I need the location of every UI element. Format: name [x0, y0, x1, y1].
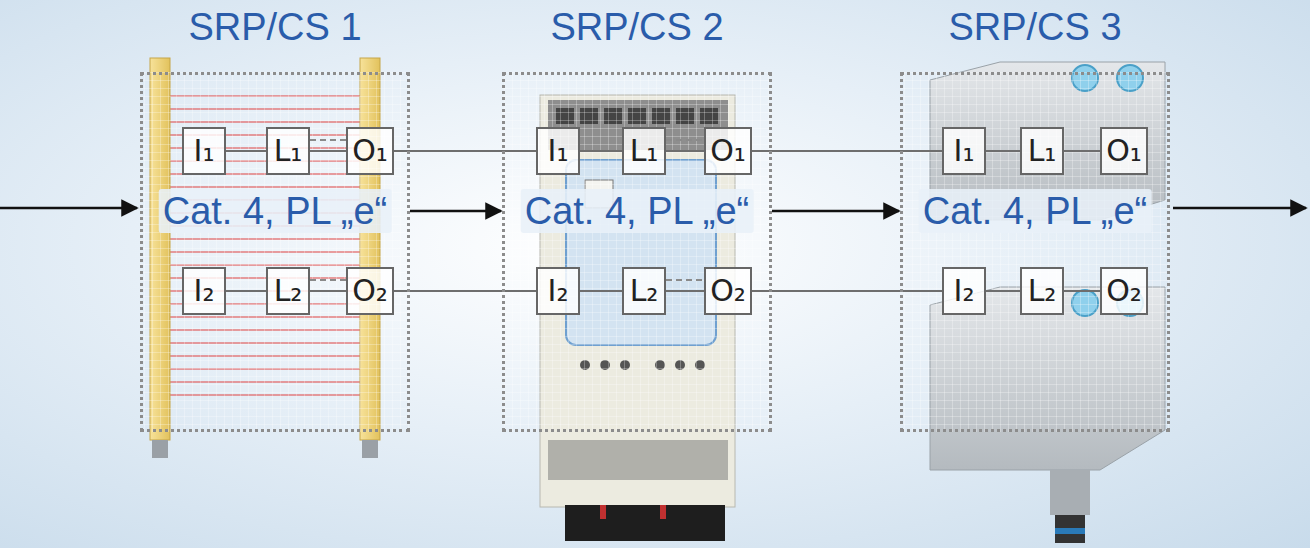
category-label: Cat. 4, PL „e“: [521, 189, 754, 233]
block-label: I₁: [954, 133, 975, 169]
signal-line: [752, 290, 942, 292]
category-label: Cat. 4, PL „e“: [919, 189, 1152, 233]
block-label: I₁: [548, 133, 569, 169]
signal-line: [394, 290, 536, 292]
group-title: SRP/CS 2: [550, 5, 723, 49]
signal-line: [666, 139, 704, 141]
signal-line: [310, 279, 346, 281]
block-label: I₂: [194, 273, 215, 309]
channel-block: L₁: [266, 127, 310, 175]
safety-relay: [660, 505, 666, 519]
channel-block: L₂: [266, 267, 310, 315]
channel-block: O₂: [346, 267, 394, 315]
channel-block: O₁: [1100, 127, 1148, 175]
valve: [1050, 470, 1090, 515]
signal-line: [226, 290, 266, 292]
srp-cs-group: SRP/CS 3Cat. 4, PL „e“I₁L₁O₁I₂L₂O₂: [900, 72, 1170, 432]
valve: [1055, 515, 1085, 543]
group-title: SRP/CS 1: [188, 5, 361, 49]
channel-block: I₁: [942, 127, 986, 175]
safety-relay: [600, 505, 606, 519]
srp-cs-group: SRP/CS 1Cat. 4, PL „e“I₁L₁O₁I₂L₂O₂: [140, 72, 410, 432]
channel-block: I₂: [942, 267, 986, 315]
block-label: L₁: [630, 133, 659, 169]
channel-block: L₂: [622, 267, 666, 315]
block-label: I₂: [548, 273, 569, 309]
signal-line: [226, 150, 266, 152]
output-arrow: [1173, 207, 1306, 210]
signal-line: [580, 150, 622, 152]
block-label: O₂: [1106, 273, 1142, 309]
signal-line: [310, 150, 346, 152]
channel-block: O₂: [704, 267, 752, 315]
signal-line: [310, 139, 346, 141]
channel-block: I₁: [182, 127, 226, 175]
flow-arrow: [410, 210, 501, 213]
grid-overlay: [502, 72, 772, 432]
block-label: L₁: [1028, 133, 1057, 169]
block-label: I₂: [954, 273, 975, 309]
channel-block: O₂: [1100, 267, 1148, 315]
valve: [1055, 528, 1085, 534]
block-label: L₂: [630, 273, 659, 309]
signal-line: [666, 150, 704, 152]
channel-block: O₁: [346, 127, 394, 175]
grid-overlay: [900, 72, 1170, 432]
block-label: L₂: [1028, 273, 1057, 309]
signal-line: [1064, 150, 1100, 152]
channel-block: I₂: [182, 267, 226, 315]
block-label: L₁: [274, 133, 303, 169]
safety-relay: [565, 505, 725, 541]
signal-line: [666, 290, 704, 292]
block-label: L₂: [274, 273, 303, 309]
block-label: O₁: [352, 133, 388, 169]
flow-arrow: [772, 210, 899, 213]
channel-block: L₁: [622, 127, 666, 175]
group-title: SRP/CS 3: [948, 5, 1121, 49]
input-arrow: [0, 207, 137, 210]
grid-overlay: [140, 72, 410, 432]
signal-line: [666, 279, 704, 281]
signal-line: [310, 290, 346, 292]
signal-line: [986, 150, 1020, 152]
channel-block: I₁: [536, 127, 580, 175]
channel-block: O₁: [704, 127, 752, 175]
signal-line: [394, 150, 536, 152]
block-label: O₁: [710, 133, 746, 169]
safety-relay: [548, 440, 728, 480]
signal-line: [752, 150, 942, 152]
light-curtain: [152, 440, 168, 458]
category-label: Cat. 4, PL „e“: [159, 189, 392, 233]
block-label: I₁: [194, 133, 215, 169]
signal-line: [1064, 290, 1100, 292]
valve: [930, 62, 1165, 543]
grid-overlay: [140, 72, 1170, 432]
srp-cs-group: SRP/CS 2Cat. 4, PL „e“I₁L₁O₁I₂L₂O₂: [502, 72, 772, 432]
channel-block: L₂: [1020, 267, 1064, 315]
block-label: O₂: [710, 273, 746, 309]
channel-block: I₂: [536, 267, 580, 315]
signal-line: [986, 290, 1020, 292]
block-label: O₂: [352, 273, 388, 309]
light-curtain: [362, 440, 378, 458]
channel-block: L₁: [1020, 127, 1064, 175]
signal-line: [580, 290, 622, 292]
block-label: O₁: [1106, 133, 1142, 169]
